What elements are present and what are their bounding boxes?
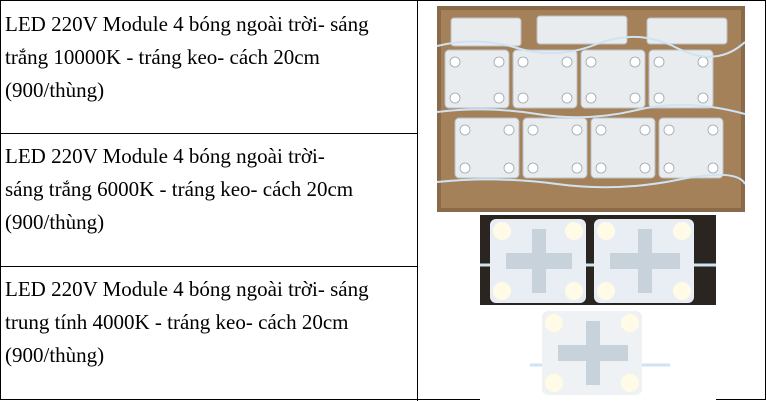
led-modules-box-photo [437,6,745,212]
row-divider [1,266,418,267]
column-divider [417,1,418,401]
product-description-4000k: LED 220V Module 4 bóng ngoài trời- sáng … [5,277,369,367]
row-divider [1,133,418,134]
lit-led-modules-photo [480,215,716,401]
product-description-6000k: LED 220V Module 4 bóng ngoài trời- sáng … [5,144,354,234]
product-description-10000k: LED 220V Module 4 bóng ngoài trời- sáng … [5,12,369,102]
